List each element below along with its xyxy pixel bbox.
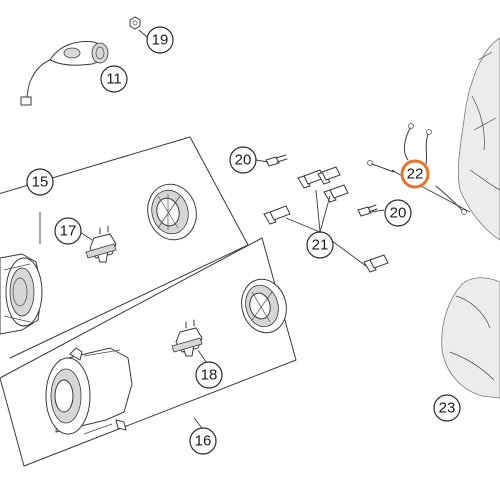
callout-15[interactable]: 15 bbox=[26, 168, 54, 196]
kit-box-15 bbox=[0, 136, 249, 359]
callout-22-highlighted[interactable]: 22 bbox=[400, 159, 430, 189]
leader-lines bbox=[39, 29, 471, 429]
part-16-headlight-housing bbox=[45, 347, 133, 435]
part-15-headlight-housing bbox=[0, 253, 43, 335]
callout-17[interactable]: 17 bbox=[54, 217, 82, 245]
callout-20-lower-label: 20 bbox=[390, 205, 407, 222]
callout-23-label: 23 bbox=[439, 400, 456, 417]
part-21-stud-a bbox=[297, 169, 325, 189]
callout-16-label: 16 bbox=[195, 433, 212, 450]
part-21-stud-b bbox=[317, 166, 341, 185]
part-20-screw-lower bbox=[357, 204, 378, 217]
callout-20-upper-label: 20 bbox=[235, 152, 252, 169]
part-21-stud-e bbox=[363, 254, 389, 273]
callout-23[interactable]: 23 bbox=[433, 394, 461, 422]
part-22-spring-clips bbox=[367, 123, 467, 215]
part-15-reflector-cap bbox=[147, 183, 197, 241]
part-11-indicator bbox=[20, 41, 109, 106]
part-18-bulb bbox=[171, 319, 203, 357]
part-23-lower-mask bbox=[441, 277, 500, 399]
part-16-reflector-cap bbox=[241, 278, 287, 334]
callout-21-label: 21 bbox=[312, 237, 329, 254]
callout-19[interactable]: 19 bbox=[146, 26, 174, 54]
callout-20-upper[interactable]: 20 bbox=[229, 146, 257, 174]
callout-22-label: 22 bbox=[407, 166, 424, 183]
callout-11[interactable]: 11 bbox=[100, 65, 128, 93]
part-17-bulb bbox=[85, 225, 117, 263]
callout-11-label: 11 bbox=[106, 71, 122, 88]
part-21-stud-c bbox=[323, 184, 349, 203]
callout-15-label: 15 bbox=[32, 174, 49, 191]
callout-18[interactable]: 18 bbox=[195, 361, 223, 389]
headlight-mask-upper bbox=[457, 37, 500, 241]
callout-17-label: 17 bbox=[60, 223, 77, 240]
part-19-nut bbox=[129, 16, 141, 30]
callout-18-label: 18 bbox=[201, 367, 218, 384]
callout-21[interactable]: 21 bbox=[306, 231, 334, 259]
kit-box-16 bbox=[0, 237, 297, 467]
callout-20-lower[interactable]: 20 bbox=[384, 199, 412, 227]
part-21-stud-d bbox=[263, 205, 291, 225]
callout-16[interactable]: 16 bbox=[189, 427, 217, 455]
callout-19-label: 19 bbox=[152, 32, 169, 49]
part-20-screw-upper bbox=[265, 154, 288, 167]
